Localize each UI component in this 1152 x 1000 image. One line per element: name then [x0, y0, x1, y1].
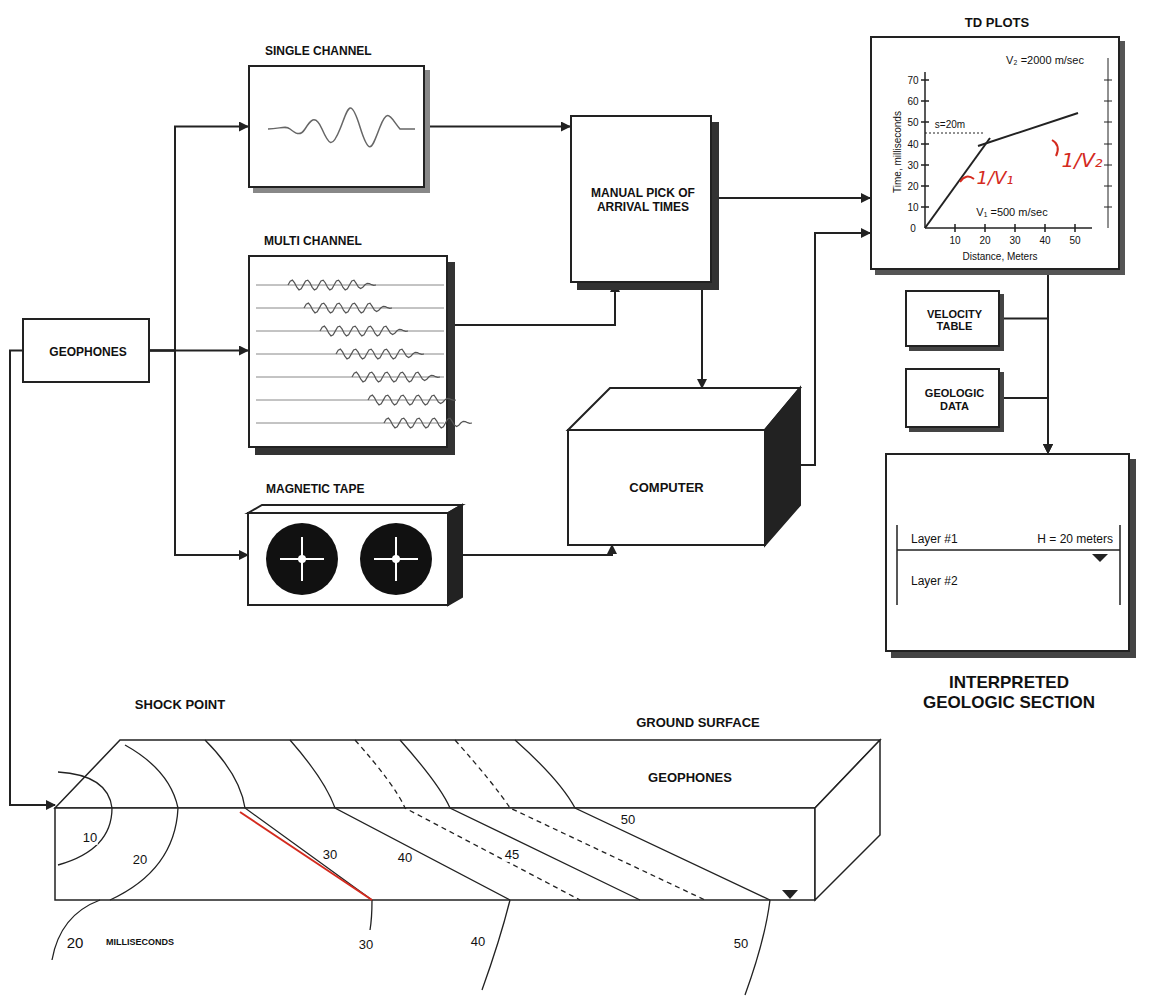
v2-line — [978, 113, 1078, 146]
box-label: VELOCITY TABLE — [913, 308, 996, 333]
value-label: 10 — [82, 831, 98, 845]
box-label: GEOLOGIC DATA — [913, 387, 996, 412]
axis-tick: 20 — [906, 181, 919, 192]
ground-block-art — [55, 740, 880, 900]
caption-label: MILLISECONDS — [105, 938, 175, 948]
value-label: s=20m — [934, 119, 966, 130]
axis-tick: 30 — [906, 160, 919, 171]
connector-arrow — [462, 545, 612, 555]
section-box-art — [887, 455, 1132, 654]
right-axis — [1108, 58, 1109, 228]
axis-tick: 40 — [1038, 235, 1051, 246]
value-label: 40 — [470, 935, 486, 949]
box-label: COMPUTER — [574, 480, 759, 495]
layer-label: Layer #1 — [911, 533, 1011, 547]
axis-tick: 50 — [906, 117, 919, 128]
red-mark — [1052, 140, 1058, 156]
connector-arrow — [1000, 398, 1048, 453]
value-label: V₁ =500 m/sec — [975, 206, 1048, 218]
display-box-art — [250, 67, 427, 190]
axis-tick: 20 — [978, 235, 991, 246]
value-label: Distance, Meters — [961, 251, 1038, 262]
value-label: 20 — [66, 935, 85, 952]
section-box: Layer #1H = 20 metersLayer #2INTERPRETED… — [885, 453, 1130, 652]
caption-label: GROUND SURFACE — [635, 716, 761, 730]
process-box: MANUAL PICK OF ARRIVAL TIMES — [570, 115, 712, 283]
source-box: GEOPHONES — [22, 318, 150, 383]
computer-box-art — [568, 388, 800, 545]
connector-arrow — [150, 127, 248, 351]
connector-arrow — [448, 283, 615, 325]
connector-arrow — [150, 351, 248, 556]
axis-tick: 50 — [1068, 235, 1081, 246]
box-label: MANUAL PICK OF ARRIVAL TIMES — [578, 187, 708, 215]
box-heading: TD PLOTS — [872, 16, 1122, 31]
layer-label: Layer #2 — [911, 575, 1011, 589]
box-heading: SINGLE CHANNEL — [265, 45, 465, 59]
connector-arrow — [800, 233, 870, 465]
box-heading: MULTI CHANNEL — [264, 235, 464, 249]
red-mark — [960, 177, 974, 182]
right-ticks — [1104, 80, 1112, 207]
box-label: GEOPHONES — [615, 771, 765, 786]
axis-tick: 0 — [909, 223, 917, 234]
value-label: 20 — [132, 853, 148, 867]
tape-unit: MAGNETIC TAPE — [248, 505, 462, 605]
offset-line — [925, 133, 985, 134]
connector-arrow — [712, 197, 870, 199]
axis-tick: 40 — [906, 139, 919, 150]
value-label: Time, milliseconds — [892, 110, 903, 194]
ground-block: GEOPHONES — [55, 740, 880, 900]
value-label: 50 — [733, 937, 749, 951]
handwritten-note: 1/V₂ — [1060, 149, 1103, 171]
input-box: VELOCITY TABLE — [905, 290, 1000, 347]
value-label: V₂ =2000 m/sec — [1005, 54, 1085, 66]
handwritten-note: 1/V₁ — [975, 168, 1014, 188]
box-heading: MAGNETIC TAPE — [266, 483, 466, 497]
display-box-art — [250, 257, 450, 450]
axis-tick: 70 — [906, 75, 919, 86]
input-box: GEOLOGIC DATA — [905, 368, 1000, 428]
value-label: 40 — [397, 851, 413, 865]
value-label: 50 — [620, 813, 636, 827]
box-label: GEOPHONES — [30, 346, 146, 360]
x-ticks — [955, 224, 1075, 232]
value-label: 30 — [358, 938, 374, 952]
connector-arrow — [10, 351, 55, 806]
y-ticks — [921, 80, 929, 207]
connector-arrow — [425, 126, 570, 128]
caption-label: SHOCK POINT — [134, 698, 226, 712]
axis-tick: 30 — [1008, 235, 1021, 246]
thickness-label: H = 20 meters — [997, 533, 1113, 547]
box-heading: INTERPRETED GEOLOGIC SECTION — [904, 673, 1114, 712]
value-label: 30 — [322, 848, 338, 862]
value-label: 45 — [504, 848, 520, 862]
distance-axis — [925, 227, 1092, 229]
axis-tick: 10 — [948, 235, 961, 246]
display-box: SINGLE CHANNEL — [248, 65, 425, 188]
connector-arrow — [1000, 319, 1048, 454]
axis-tick: 60 — [906, 96, 919, 107]
time-axis — [924, 72, 926, 228]
axis-tick: 10 — [906, 202, 919, 213]
display-box: MULTI CHANNEL — [248, 255, 448, 448]
tape-unit-art — [248, 505, 462, 605]
computer-box: COMPUTER — [568, 388, 800, 545]
connector-arrow — [701, 283, 703, 388]
